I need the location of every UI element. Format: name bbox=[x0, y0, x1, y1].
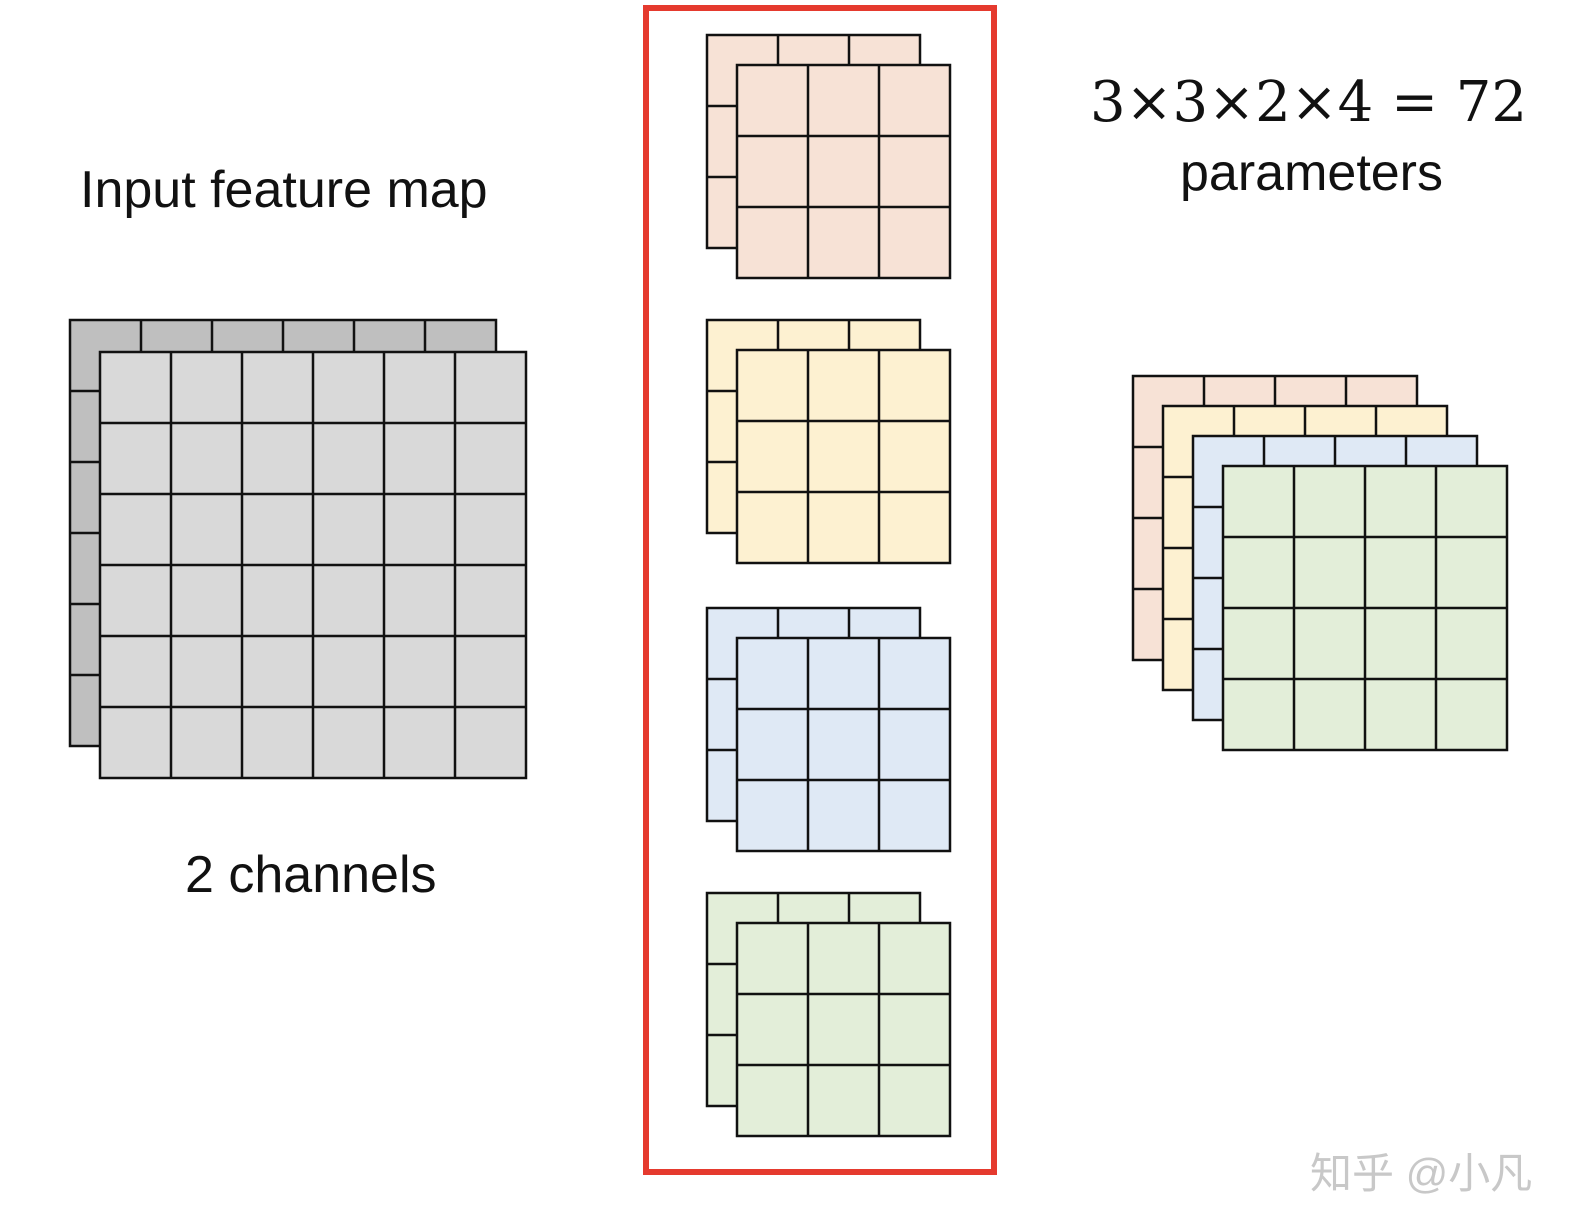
input-channels-label: 2 channels bbox=[185, 846, 437, 904]
kernels-highlight-box bbox=[643, 5, 997, 1175]
output-channel-4 bbox=[1221, 464, 1509, 752]
parameter-formula: 3×3×2×4 = 72 bbox=[1090, 70, 1528, 135]
kernel-3-front bbox=[735, 636, 952, 853]
parameter-formula-unit: parameters bbox=[1180, 144, 1443, 202]
input-channel-front bbox=[98, 350, 528, 780]
kernel-4-front bbox=[735, 921, 952, 1138]
zhihu-watermark: 知乎 @小凡 bbox=[1310, 1150, 1533, 1197]
input-feature-map-label: Input feature map bbox=[80, 161, 488, 219]
kernel-2-front bbox=[735, 348, 952, 565]
kernel-1-front bbox=[735, 63, 952, 280]
